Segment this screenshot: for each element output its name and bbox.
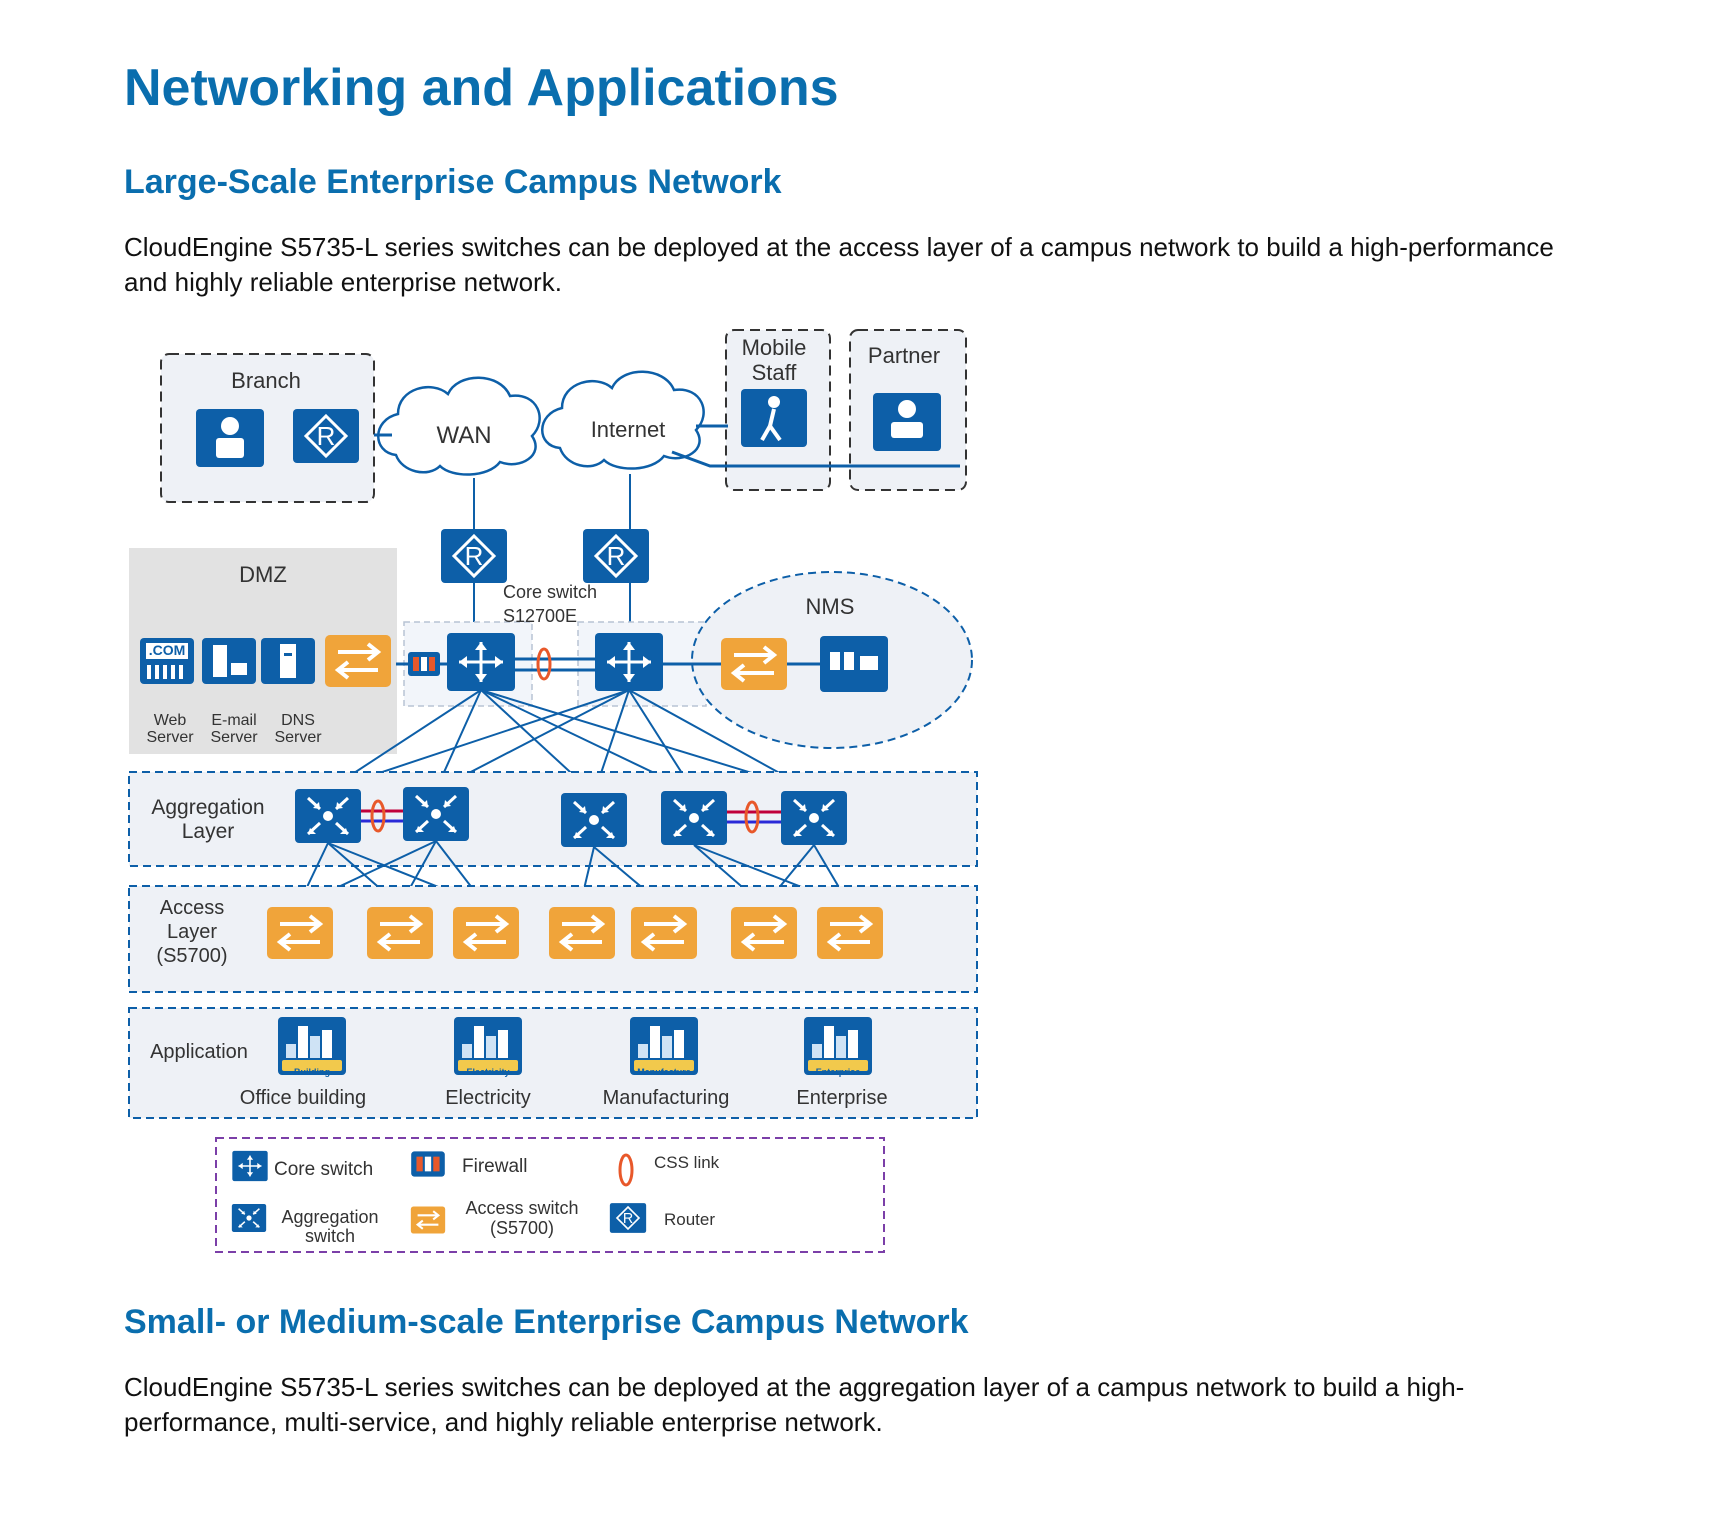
legend-core-switch-icon	[231, 1150, 269, 1182]
section-heading-small-medium: Small- or Medium-scale Enterprise Campus…	[124, 1303, 969, 1341]
section-body-large-scale: CloudEngine S5735-L series switches can …	[124, 232, 1554, 297]
wan-cloud	[377, 376, 541, 476]
partner-label: Partner	[868, 343, 940, 368]
legend-aggregation-switch-label-line2: switch	[305, 1226, 355, 1246]
web-server-label-line1: Web	[154, 712, 187, 729]
legend-core-switch-label: Core switch	[274, 1159, 373, 1180]
firewall-icon	[408, 652, 440, 676]
access-switch-icon	[547, 905, 617, 961]
internet-cloud	[541, 370, 705, 470]
core-switch-label-line1: Core switch	[503, 582, 597, 602]
nms-server-icon	[820, 636, 888, 692]
core-css-link-icon	[536, 647, 552, 681]
application-layer-label: Application	[150, 1041, 248, 1063]
access-switch-icon	[451, 905, 521, 961]
access-layer-label-line2: Layer	[167, 921, 217, 943]
page-title: Networking and Applications	[124, 59, 839, 117]
nms-label: NMS	[806, 594, 855, 619]
internet-router-icon	[581, 527, 651, 585]
dmz-label: DMZ	[239, 562, 287, 587]
manufacturing-badge: Manufacture	[637, 1067, 691, 1077]
legend-box	[215, 1137, 885, 1253]
access-layer-label-line3: (S5700)	[156, 945, 227, 967]
mobile-staff-label-line1: Mobile	[742, 335, 807, 360]
section-heading-large-scale: Large-Scale Enterprise Campus Network	[124, 163, 782, 201]
aggregation-layer-label-line2: Layer	[182, 820, 235, 843]
section-body-small-medium: CloudEngine S5735-L series switches can …	[124, 1372, 1465, 1437]
access-layer-label-line1: Access	[160, 897, 224, 919]
nms-access-switch-icon	[719, 636, 789, 692]
dns-server-label-line2: Server	[274, 729, 322, 746]
aggregation-switch-icon	[401, 785, 471, 843]
access-switch-icon	[629, 905, 699, 961]
legend-aggregation-switch-label-line1: Aggregation	[281, 1207, 378, 1227]
core-switch-label-line2: S12700E	[503, 606, 577, 626]
aggregation-switch-icon	[779, 789, 849, 847]
electricity-label: Electricity	[445, 1087, 531, 1109]
office-building-label: Office building	[240, 1087, 366, 1109]
dns-server-icon	[261, 638, 315, 684]
core-switch-right-icon	[593, 631, 665, 693]
legend-access-switch-icon	[409, 1205, 447, 1235]
internet-label: Internet	[591, 417, 666, 442]
aggregation-layer-box	[128, 771, 978, 867]
enterprise-label: Enterprise	[796, 1087, 887, 1109]
core-switch-left-icon	[445, 631, 517, 693]
legend-access-switch-label-line1: Access switch	[465, 1198, 578, 1218]
legend-firewall-icon	[411, 1151, 445, 1177]
office-building-badge: Building	[294, 1067, 330, 1077]
wan-router-icon	[439, 527, 509, 585]
mobile-staff-label-line2: Staff	[752, 360, 798, 385]
web-server-icon	[140, 638, 194, 684]
com-badge: .COM	[149, 642, 186, 658]
dns-server-label-line1: DNS	[281, 712, 315, 729]
aggregation-layer-label-line1: Aggregation	[151, 796, 264, 819]
electricity-badge: Electricity	[466, 1067, 509, 1077]
aggregation-switch-icon	[559, 791, 629, 849]
wan-label: WAN	[436, 422, 491, 449]
enterprise-badge: Enterprise	[816, 1067, 861, 1077]
branch-user-icon	[196, 409, 264, 467]
legend-aggregation-switch-icon	[231, 1203, 267, 1233]
aggregation-switch-icon	[659, 789, 729, 847]
email-server-label-line2: Server	[210, 729, 258, 746]
aggregation-switch-icon	[293, 787, 363, 845]
manufacturing-label: Manufacturing	[603, 1087, 730, 1109]
branch-router-icon	[291, 407, 361, 465]
legend-router-icon	[609, 1202, 647, 1234]
access-switch-icon	[265, 905, 335, 961]
legend-firewall-label: Firewall	[462, 1156, 527, 1177]
email-server-icon	[202, 638, 256, 684]
web-server-label-line2: Server	[146, 729, 194, 746]
mobile-staff-icon	[741, 389, 807, 447]
legend-access-switch-label-line2: (S5700)	[490, 1218, 554, 1238]
access-switch-icon	[729, 905, 799, 961]
access-switch-icon	[365, 905, 435, 961]
legend-css-link-label: CSS link	[654, 1153, 720, 1172]
dmz-access-switch-icon	[323, 633, 393, 689]
access-switch-icon	[815, 905, 885, 961]
email-server-label-line1: E-mail	[211, 712, 256, 729]
legend-router-label: Router	[664, 1210, 715, 1229]
partner-icon	[873, 393, 941, 451]
branch-label: Branch	[231, 368, 301, 393]
